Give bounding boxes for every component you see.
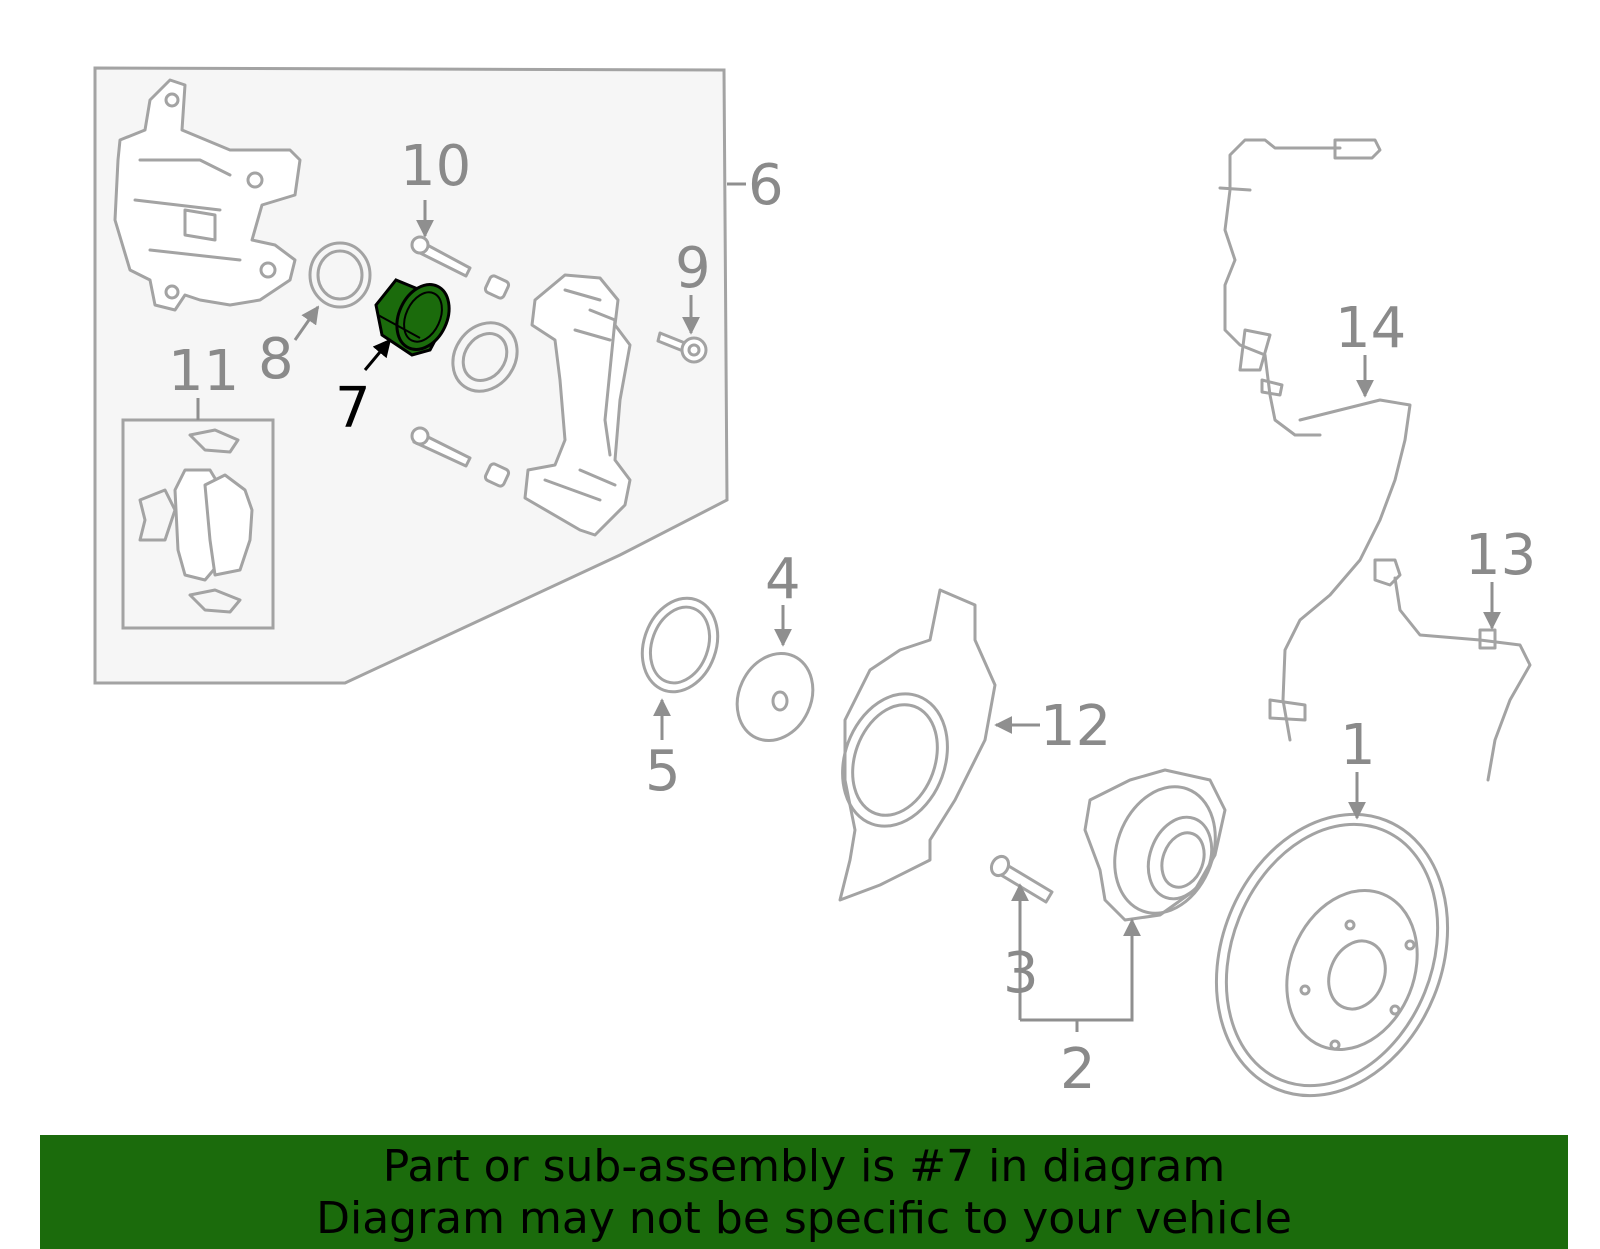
caliper-piston-highlighted: [374, 278, 451, 357]
callout-5: 5: [645, 739, 681, 804]
leader-lines: [196, 182, 1501, 1032]
bleeder-bolt: [656, 331, 708, 364]
callout-9: 9: [675, 236, 711, 301]
abs-sensor: [1373, 558, 1532, 782]
brake-rotor: [1214, 812, 1450, 1098]
brake-pads: [138, 428, 254, 614]
caption-banner: Part or sub-assembly is #7 in diagram Di…: [40, 1135, 1568, 1249]
caliper-bracket: [523, 273, 632, 537]
callout-13: 13: [1465, 523, 1536, 588]
caption-line-1: Part or sub-assembly is #7 in diagram: [382, 1141, 1226, 1192]
callout-2: 2: [1060, 1037, 1096, 1102]
callout-12: 12: [1040, 694, 1111, 759]
dust-boot: [451, 321, 519, 393]
abs-sensor-harness: [1218, 138, 1412, 742]
callout-8: 8: [258, 327, 294, 392]
callout-11: 11: [168, 339, 239, 404]
callout-6: 6: [748, 153, 784, 218]
seal-ring: [640, 596, 720, 694]
callout-7: 7: [335, 376, 371, 441]
callout-1: 1: [1340, 713, 1376, 778]
callout-14: 14: [1335, 296, 1406, 361]
callout-10: 10: [400, 134, 471, 199]
caption-line-2: Diagram may not be specific to your vehi…: [316, 1193, 1292, 1244]
caliper-housing: [113, 78, 302, 312]
washer: [735, 651, 815, 743]
wheel-hub: [1083, 768, 1227, 922]
callout-4: 4: [765, 547, 801, 612]
callout-numbers: 1 2 3 4 5 6 7 8 9 10 11 12 13 14: [168, 134, 1536, 1102]
dust-shield: [838, 588, 997, 902]
guide-pins: [410, 235, 511, 488]
wheel-stud: [989, 854, 1054, 904]
callout-3: 3: [1003, 941, 1039, 1006]
piston-seal: [308, 241, 372, 309]
